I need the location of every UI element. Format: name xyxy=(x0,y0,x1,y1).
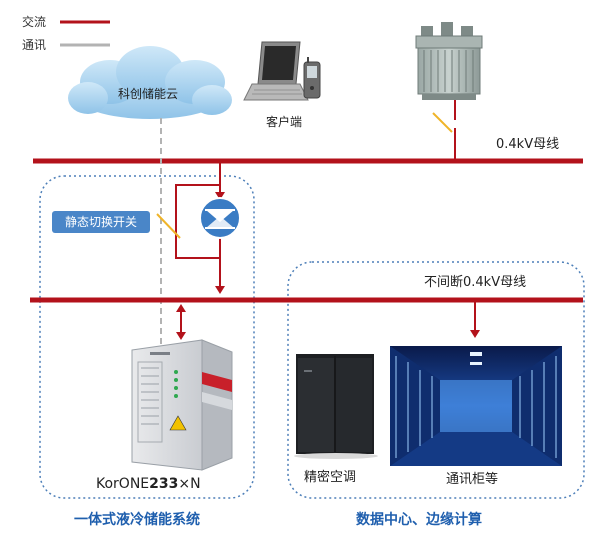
server-room-image xyxy=(390,346,562,466)
cloud-icon xyxy=(68,46,232,119)
cloud-label: 科创储能云 xyxy=(118,87,179,101)
product-name-suffix: ×N xyxy=(178,476,201,492)
right-group-caption: 数据中心、边缘计算 xyxy=(356,512,482,528)
product-name-prefix: KorONE xyxy=(96,476,150,492)
left-group-box xyxy=(39,175,255,499)
korone-cabinet-image xyxy=(131,339,233,471)
static-switch-label: 静态切换开关 xyxy=(52,211,150,233)
static-switch-icon xyxy=(199,197,241,239)
switch-wiring xyxy=(156,161,225,294)
datacenter-feed-arrow xyxy=(470,300,480,338)
right-group-box xyxy=(287,261,585,499)
bidirectional-arrow xyxy=(176,304,186,340)
product-name: KorONE233×N xyxy=(96,476,201,492)
legend xyxy=(60,20,110,47)
client-label: 客户端 xyxy=(266,115,303,129)
legend-ac-label: 交流 xyxy=(22,15,47,29)
product-name-bold: 233 xyxy=(149,476,179,492)
ups-bus-label: 不间断0.4kV母线 xyxy=(424,275,527,290)
legend-comm-label: 通讯 xyxy=(22,38,47,52)
transformer-breaker xyxy=(432,112,453,133)
left-group-caption: 一体式液冷储能系统 xyxy=(74,512,200,528)
main-bus-label: 0.4kV母线 xyxy=(496,137,560,152)
transformer-icon xyxy=(415,22,483,100)
phone-icon xyxy=(303,57,321,99)
rack-label: 通讯柜等 xyxy=(446,472,499,487)
ac-unit-label: 精密空调 xyxy=(304,470,357,485)
laptop-icon xyxy=(243,41,309,101)
precision-ac-image xyxy=(294,354,378,459)
